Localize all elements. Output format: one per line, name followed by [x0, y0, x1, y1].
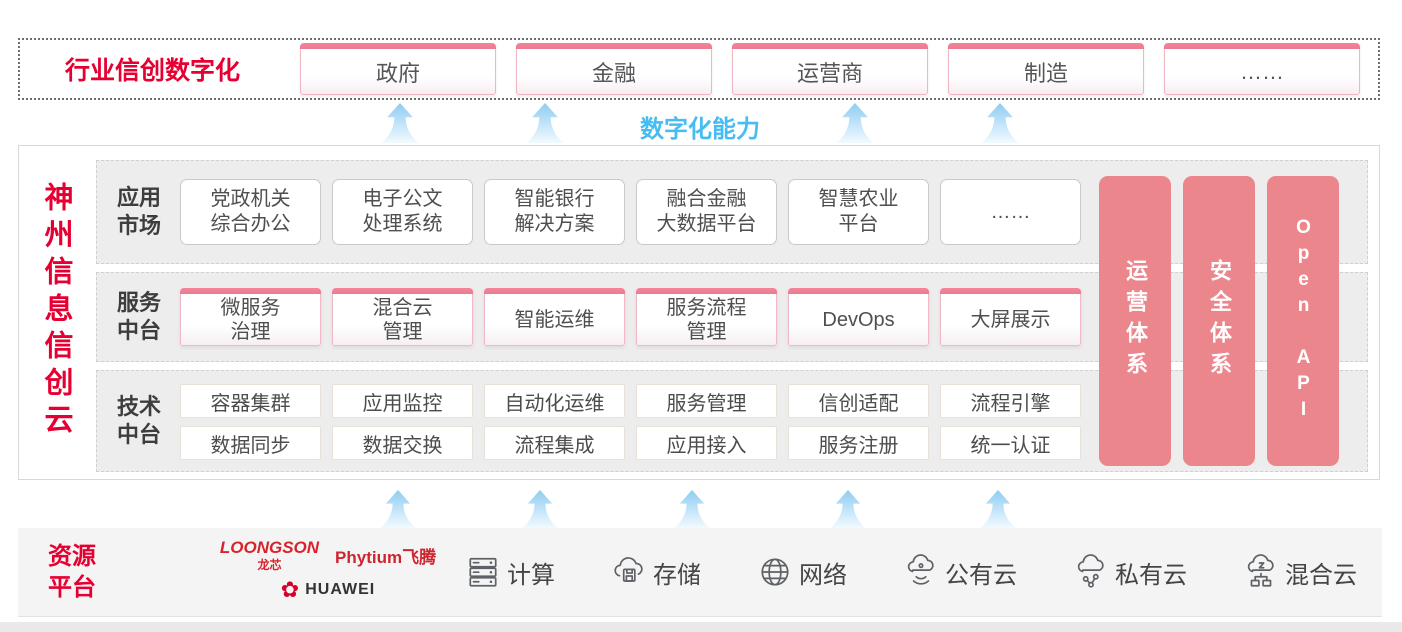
compute-icon: [469, 557, 497, 587]
service-box-list: 微服务 治理 混合云 管理 智能运维 服务流程 管理 DevOps 大屏展示: [180, 273, 1081, 361]
technology-box: 容器集群: [180, 384, 321, 418]
pink-cap: [1164, 43, 1360, 49]
technology-box: 应用接入: [636, 426, 777, 460]
huawei-logo: ✿ HUAWEI: [280, 577, 376, 602]
industry-digitalization-label: 行业信创数字化: [65, 57, 241, 85]
application-box: 融合金融 大数据平台: [636, 179, 777, 245]
application-box: 智能银行 解决方案: [484, 179, 625, 245]
pink-cap: [300, 43, 496, 49]
resource-platform-panel: 资源 平台 LOONGSON 龙芯 Phytium飞腾 ✿ HUAWEI: [18, 528, 1382, 617]
row-label-technology-platform: 技术 中台: [116, 394, 161, 447]
resource-item-public-cloud: 公有云: [903, 554, 1017, 590]
industry-box-operator: 运营商: [732, 43, 928, 95]
loongson-logo: LOONGSON 龙芯: [219, 538, 320, 572]
up-arrow-icon: [981, 103, 1019, 143]
pink-cap: [516, 43, 712, 49]
platform-title: 神州信息信创云: [40, 182, 72, 441]
row-service-platform: 服务 中台 微服务 治理 混合云 管理 智能运维 服务流程 管理 DevOps …: [96, 272, 1368, 362]
resource-item-storage: 存储: [611, 554, 701, 590]
row-label-application-market: 应用 市场: [116, 185, 161, 238]
private-cloud-icon: [1077, 554, 1104, 588]
technology-box-grid: 容器集群 应用监控 自动化运维 服务管理 信创适配 流程引擎 数据同步 数据交换…: [180, 384, 1081, 460]
technology-box: 流程集成: [484, 426, 625, 460]
industry-box-finance: 金融: [516, 43, 712, 95]
pink-cap: [180, 288, 321, 294]
technology-box: 自动化运维: [484, 384, 625, 418]
hybrid-cloud-icon: [1247, 554, 1274, 587]
phytium-logo: Phytium飞腾: [335, 548, 437, 567]
industry-label: 金融: [591, 60, 636, 86]
pillar-operation-system: 运营体系: [1099, 176, 1171, 466]
up-arrow-icon: [830, 490, 866, 528]
resource-item-list: 计算 存储 网络: [465, 528, 1357, 616]
pink-cap: [732, 43, 928, 49]
pink-cap: [788, 288, 929, 294]
application-box-list: 党政机关 综合办公 电子公文 处理系统 智能银行 解决方案 融合金融 大数据平台…: [180, 161, 1081, 263]
resource-item-network: 网络: [757, 554, 847, 590]
up-arrow-icon: [674, 490, 710, 528]
row-label-service-platform: 服务 中台: [116, 290, 161, 343]
industry-label: 运营商: [796, 60, 863, 86]
resource-arrow-band: [0, 489, 1402, 528]
technology-box: 信创适配: [788, 384, 929, 418]
pink-cap: [332, 288, 473, 294]
service-box: 微服务 治理: [180, 288, 321, 346]
industry-box-government: 政府: [300, 43, 496, 95]
platform-panel: 神州信息信创云 应用 市场 党政机关 综合办公 电子公文 处理系统 智能银行 解…: [18, 145, 1380, 480]
industry-label: 政府: [375, 60, 420, 86]
service-box: 大屏展示: [940, 288, 1081, 346]
technology-box: 统一认证: [940, 426, 1081, 460]
pillar-security-system: 安全体系: [1183, 176, 1255, 466]
pink-cap: [636, 288, 777, 294]
resource-item-private-cloud: 私有云: [1073, 554, 1187, 590]
capability-band: 数字化能力: [0, 101, 1402, 145]
up-arrow-icon: [526, 103, 564, 143]
capability-label: 数字化能力: [640, 116, 760, 143]
application-box: 党政机关 综合办公: [180, 179, 321, 245]
pink-cap: [940, 288, 1081, 294]
industry-label: 制造: [1023, 60, 1068, 86]
technology-box: 服务管理: [636, 384, 777, 418]
storage-icon: [614, 557, 643, 582]
resource-item-hybrid-cloud: 混合云: [1243, 554, 1357, 590]
up-arrow-icon: [836, 103, 874, 143]
technology-box: 数据同步: [180, 426, 321, 460]
technology-box: 流程引擎: [940, 384, 1081, 418]
technology-box: 应用监控: [332, 384, 473, 418]
application-box: 智慧农业 平台: [788, 179, 929, 245]
service-box: 智能运维: [484, 288, 625, 346]
application-box-more: ……: [940, 179, 1081, 245]
application-box: 电子公文 处理系统: [332, 179, 473, 245]
up-arrow-icon: [980, 490, 1016, 528]
footer-band: [0, 622, 1402, 632]
up-arrow-icon: [380, 490, 416, 528]
technology-box: 数据交换: [332, 426, 473, 460]
service-box: 混合云 管理: [332, 288, 473, 346]
huawei-flower-icon: ✿: [280, 577, 300, 602]
service-box: DevOps: [788, 288, 929, 346]
industry-box-manufacturing: 制造: [948, 43, 1144, 95]
up-arrow-icon: [381, 103, 419, 143]
industry-digitalization-panel: 行业信创数字化 政府 金融 运营商 制造 ……: [18, 38, 1380, 100]
pillar-open-api: Open API: [1267, 176, 1339, 466]
industry-box-more: ……: [1164, 43, 1360, 95]
up-arrow-icon: [522, 490, 558, 528]
row-application-market: 应用 市场 党政机关 综合办公 电子公文 处理系统 智能银行 解决方案 融合金融…: [96, 160, 1368, 264]
technology-box: 服务注册: [788, 426, 929, 460]
industry-box-list: 政府 金融 运营商 制造 ……: [300, 43, 1360, 95]
industry-label: ……: [1240, 58, 1284, 84]
service-box: 服务流程 管理: [636, 288, 777, 346]
resource-platform-label: 资源 平台: [48, 543, 96, 601]
resource-item-compute: 计算: [465, 554, 555, 590]
pink-cap: [948, 43, 1144, 49]
vendor-logos: LOONGSON 龙芯 Phytium飞腾 ✿ HUAWEI: [208, 538, 448, 601]
public-cloud-icon: [907, 554, 934, 585]
pink-cap: [484, 288, 625, 294]
network-icon: [761, 558, 789, 586]
row-technology-platform: 技术 中台 容器集群 应用监控 自动化运维 服务管理 信创适配 流程引擎 数据同…: [96, 370, 1368, 472]
